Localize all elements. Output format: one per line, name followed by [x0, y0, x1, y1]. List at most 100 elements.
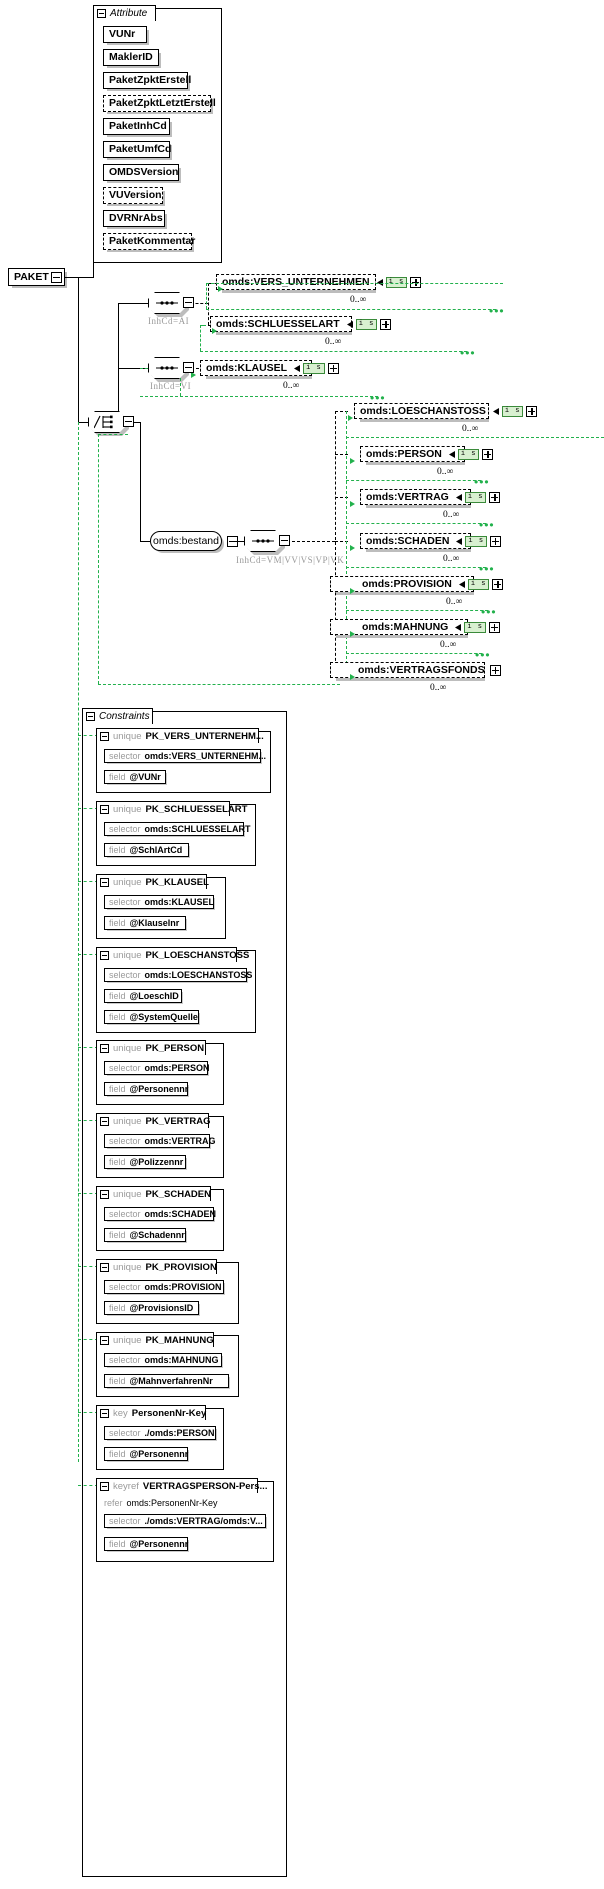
attribute-item-optional[interactable]: PaketZpktLetztErstell — [103, 95, 216, 112]
compositor-collapse-icon[interactable] — [183, 297, 194, 308]
plus-icon[interactable] — [489, 491, 501, 503]
constraint-selector-row[interactable]: selector omds:SCHADEN — [104, 1207, 216, 1221]
constraint-selector-row[interactable]: selector omds:SCHLUESSELART — [104, 822, 251, 836]
minus-icon[interactable] — [100, 1262, 109, 1272]
constraint-header[interactable]: unique PK_SCHLUESSELART — [96, 801, 247, 816]
element-shadow-bar — [216, 331, 352, 335]
sequence-compositor-vi[interactable] — [148, 357, 194, 382]
constraint-header[interactable]: keyref VERTRAGSPERSON-Pers... — [96, 1478, 267, 1493]
minus-icon[interactable] — [97, 9, 106, 18]
constraint-field-row[interactable]: field @Personennr — [104, 1537, 188, 1551]
constraint-header[interactable]: unique PK_PERSON — [96, 1040, 206, 1055]
attribute-item-optional[interactable]: PaketKommentar — [103, 233, 195, 250]
constraint-selector-row[interactable]: selector ./omds:PERSON — [104, 1426, 216, 1440]
type-badge: i s — [457, 448, 480, 460]
constraint-field-row[interactable]: field @SystemQuelle — [104, 1010, 199, 1024]
constraint-selector-row[interactable]: selector ./omds:VERTRAG/omds:V... — [104, 1514, 266, 1528]
attribute-item[interactable]: OMDSVersion — [103, 164, 179, 181]
choice-compositor[interactable] — [88, 411, 134, 436]
constraint-selector-row[interactable]: selector omds:LOESCHANSTOSS — [104, 968, 252, 982]
compositor-collapse-icon[interactable] — [123, 416, 134, 427]
attribute-item[interactable]: VUNr — [103, 26, 147, 43]
element-vertragsfonds[interactable]: omds:VERTRAGSFONDS — [330, 662, 501, 678]
row-value: omds:LOESCHANSTOSS — [144, 970, 253, 980]
plus-icon[interactable] — [526, 405, 538, 417]
plus-icon[interactable] — [490, 535, 502, 547]
constraints-group-frame — [82, 711, 287, 1877]
compositor-collapse-icon[interactable] — [279, 535, 290, 546]
element-loeschanstoss[interactable]: omds:LOESCHANSTOSS i s — [354, 403, 538, 419]
attribute-item[interactable]: DVRNrAbs — [103, 210, 165, 227]
attribute-item[interactable]: PaketZpktErstell — [103, 72, 191, 89]
element-mahnung[interactable]: omds:MAHNUNG i s — [330, 619, 500, 635]
minus-icon[interactable] — [100, 1043, 109, 1053]
green-marker — [191, 372, 196, 378]
constraint-field-row[interactable]: field @LoeschID — [104, 989, 182, 1003]
minus-icon[interactable] — [100, 804, 109, 814]
root-element-paket[interactable]: PAKET — [8, 268, 65, 286]
attribute-item[interactable]: PaketUmfCd — [103, 141, 171, 158]
attribute-item[interactable]: PaketInhCd — [103, 118, 170, 135]
plus-icon[interactable] — [482, 448, 494, 460]
constraint-field-row[interactable]: field @Schadennr — [104, 1228, 186, 1242]
element-label: omds:PERSON — [366, 447, 442, 460]
constraint-field-row[interactable]: field @Klauselnr — [104, 916, 186, 930]
constraint-header[interactable]: unique PK_MAHNUNG — [96, 1332, 214, 1347]
element-klausel[interactable]: omds:KLAUSEL i s — [200, 360, 339, 376]
constraint-header[interactable]: unique PK_SCHADEN — [96, 1186, 211, 1201]
constraint-field-row[interactable]: field @VUNr — [104, 770, 166, 784]
sequence-compositor-ai[interactable] — [148, 292, 194, 317]
plus-icon[interactable] — [492, 578, 504, 590]
minus-icon[interactable] — [100, 1189, 109, 1199]
constraint-selector-row[interactable]: selector omds:VERS_UNTERNEHM... — [104, 749, 266, 763]
plus-icon[interactable] — [488, 621, 500, 633]
occurrence-label: 0..∞ — [430, 683, 447, 693]
minus-icon[interactable] — [100, 1335, 109, 1345]
constraint-header[interactable]: key PersonenNr-Key — [96, 1405, 206, 1420]
constraint-field-row[interactable]: field @Polizzennr — [104, 1155, 186, 1169]
constraints-group-tab[interactable]: Constraints — [82, 708, 153, 724]
minus-icon[interactable] — [100, 950, 109, 960]
row-key: refer — [104, 1497, 123, 1508]
attribute-group-tab[interactable]: Attribute — [93, 5, 156, 21]
plus-icon[interactable] — [410, 276, 422, 288]
constraint-header[interactable]: unique PK_VERTRAG — [96, 1113, 210, 1128]
constraint-selector-row[interactable]: selector omds:PROVISION — [104, 1280, 224, 1294]
constraint-field-row[interactable]: field @ProvisionsID — [104, 1301, 199, 1315]
green-frame-outer — [98, 434, 128, 435]
constraint-field-row[interactable]: field @Personennr — [104, 1082, 188, 1096]
constraint-header[interactable]: unique PK_KLAUSEL — [96, 874, 209, 889]
plus-icon[interactable] — [489, 664, 501, 676]
minus-icon[interactable] — [86, 712, 95, 721]
constraint-selector-row[interactable]: selector omds:VERTRAG — [104, 1134, 216, 1148]
constraint-selector-row[interactable]: selector omds:MAHNUNG — [104, 1353, 222, 1367]
minus-icon[interactable] — [100, 1481, 109, 1491]
element-schluesselart[interactable]: omds:SCHLUESSELART i s — [210, 316, 392, 332]
minus-icon[interactable] — [100, 1408, 109, 1418]
attribute-item[interactable]: MaklerID — [103, 49, 159, 66]
plus-icon[interactable] — [380, 318, 392, 330]
minus-icon[interactable] — [100, 731, 109, 741]
constraint-field-row[interactable]: field @Personennr — [104, 1447, 188, 1461]
constraint-field-row[interactable]: field @SchlArtCd — [104, 843, 189, 857]
collapse-icon[interactable] — [51, 272, 62, 283]
plus-icon[interactable] — [327, 362, 339, 374]
constraint-header[interactable]: unique PK_VERS_UNTERNEHM... — [96, 728, 264, 743]
element-vertrag[interactable]: omds:VERTRAG i s — [360, 489, 501, 505]
element-vers-unternehmen[interactable]: omds:VERS_UNTERNEHMEN i s — [216, 274, 422, 290]
compositor-collapse-icon[interactable] — [183, 362, 194, 373]
constraint-selector-row[interactable]: selector omds:KLAUSEL — [104, 895, 214, 909]
row-key: field — [109, 918, 126, 928]
sequence-compositor-bestand[interactable] — [244, 530, 290, 555]
constraint-header[interactable]: unique PK_LOESCHANSTOSS — [96, 947, 249, 962]
element-omds-bestand[interactable]: omds:bestand — [150, 531, 222, 551]
constraint-field-row[interactable]: field @MahnverfahrenNr — [104, 1374, 229, 1388]
minus-icon[interactable] — [100, 1116, 109, 1126]
attribute-item-optional[interactable]: VUVersion — [103, 187, 163, 204]
element-schaden[interactable]: omds:SCHADEN i s — [360, 533, 502, 549]
constraint-header[interactable]: unique PK_PROVISION — [96, 1259, 217, 1274]
minus-icon[interactable] — [100, 877, 109, 887]
element-person[interactable]: omds:PERSON i s — [360, 446, 494, 462]
constraint-selector-row[interactable]: selector omds:PERSON — [104, 1061, 210, 1075]
element-provision[interactable]: omds:PROVISION i s — [330, 576, 504, 592]
